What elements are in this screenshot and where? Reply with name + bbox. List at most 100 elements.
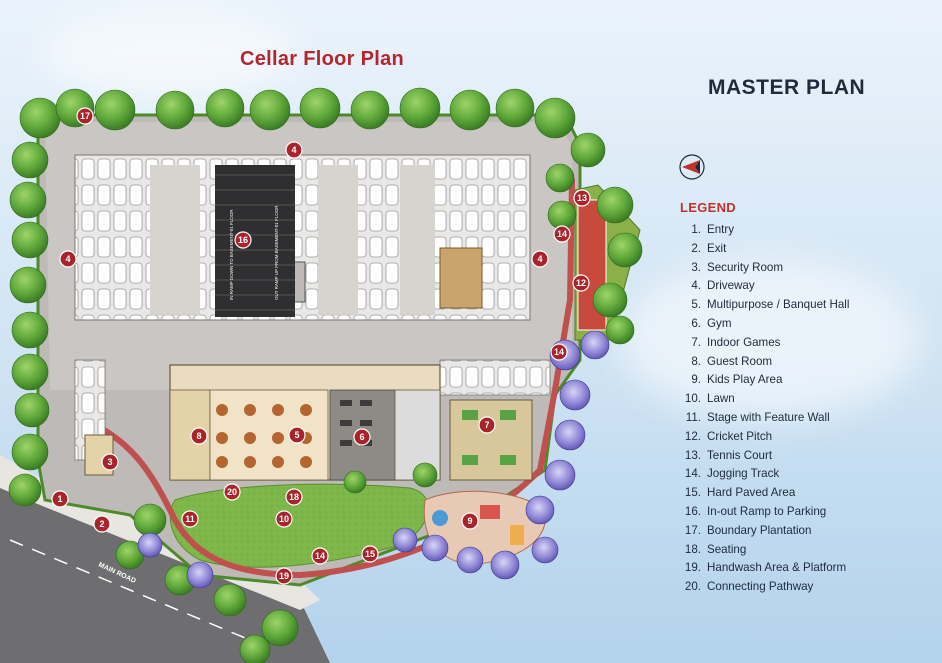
legend-item-label: Security Room: [707, 260, 784, 274]
legend-item-label: Tennis Court: [707, 448, 773, 462]
legend-marker-number: 12: [576, 278, 586, 288]
legend-marker-number: 4: [291, 145, 296, 155]
legend-item-number: 5.: [691, 298, 701, 312]
legend-marker-7: 7: [478, 416, 496, 434]
legend-item-number: 4.: [691, 279, 701, 293]
boundary-plantation: [8, 87, 643, 663]
legend-marker-1: 1: [51, 490, 69, 508]
legend-item: 2. Exit: [684, 240, 849, 259]
legend-item-label: Boundary Plantation: [707, 523, 812, 537]
legend-marker-8: 8: [190, 427, 208, 445]
legend-item-number: 18.: [684, 542, 701, 556]
legend-marker-number: 14: [557, 229, 567, 239]
legend-item-number: 3.: [691, 260, 701, 274]
legend-marker-14: 14: [553, 225, 571, 243]
legend-item-label: Kids Play Area: [707, 373, 783, 387]
legend-item: 12. Cricket Pitch: [684, 428, 849, 447]
legend-item-label: Hard Paved Area: [707, 486, 796, 500]
legend-item-label: Seating: [707, 542, 747, 556]
legend-item-label: Multipurpose / Banquet Hall: [707, 298, 850, 312]
legend-item-label: Gym: [707, 316, 732, 330]
legend-item: 20.Connecting Pathway: [684, 578, 849, 597]
legend-item-number: 10.: [684, 392, 701, 406]
legend-marker-number: 14: [554, 347, 564, 357]
legend-marker-number: 19: [279, 571, 289, 581]
ramp-label-up: OUT RAMP UP FROM BASEMENT-01 FLOOR: [274, 205, 279, 300]
legend-item: 17. Boundary Plantation: [684, 522, 849, 541]
ramp-label-down: IN RAMP DOWN TO BASEMENT-01 FLOOR: [229, 209, 234, 300]
legend-item-label: Jogging Track: [707, 467, 780, 481]
legend-item-label: Lawn: [707, 392, 735, 406]
legend-marker-6: 6: [353, 428, 371, 446]
legend-marker-12: 12: [572, 274, 590, 292]
legend-marker-number: 9: [467, 516, 472, 526]
legend-item-label: Cricket Pitch: [707, 429, 773, 443]
legend-marker-4: 4: [59, 250, 77, 268]
legend-marker-2: 2: [93, 515, 111, 533]
legend-item-label: Handwash Area & Platform: [707, 561, 847, 575]
legend-item-label: In-out Ramp to Parking: [707, 504, 827, 518]
legend-item: 15. Hard Paved Area: [684, 484, 849, 503]
legend-marker-17: 17: [76, 107, 94, 125]
legend-marker-10: 10: [275, 510, 293, 528]
legend-marker-5: 5: [288, 426, 306, 444]
legend-item: 19. Handwash Area & Platform: [684, 559, 849, 578]
legend-item: 7.Indoor Games: [684, 334, 849, 353]
legend-marker-14: 14: [550, 343, 568, 361]
legend-marker-number: 16: [238, 235, 248, 245]
legend-item-number: 11.: [685, 410, 701, 424]
legend-item-number: 14.: [684, 467, 701, 481]
legend-marker-number: 4: [65, 254, 70, 264]
legend-item: 11. Stage with Feature Wall: [684, 409, 849, 428]
legend-item-label: Exit: [707, 241, 727, 255]
legend-item-number: 2.: [691, 241, 701, 255]
legend-marker-number: 11: [185, 514, 195, 524]
legend-item-number: 1.: [691, 223, 701, 236]
cellar-parking: [74, 154, 531, 321]
legend-item-label: Stage with Feature Wall: [707, 410, 830, 424]
legend-item-number: 20.: [684, 580, 701, 594]
compass-icon: [679, 154, 705, 180]
legend-marker-19: 19: [275, 567, 293, 585]
legend-marker-15: 15: [361, 545, 379, 563]
legend-marker-number: 20: [227, 487, 237, 497]
legend-heading: LEGEND: [680, 200, 736, 215]
legend-marker-11: 11: [181, 510, 199, 528]
legend-item-number: 13.: [684, 448, 701, 462]
legend-item-number: 16.: [684, 504, 701, 518]
legend-marker-4: 4: [285, 141, 303, 159]
legend-item: 4.Driveway: [684, 277, 849, 296]
legend-marker-number: 15: [365, 549, 375, 559]
kids-play-area: [423, 490, 547, 566]
legend-marker-18: 18: [285, 488, 303, 506]
legend-item: 3. Security Room: [684, 259, 849, 278]
legend-item: 14. Jogging Track: [684, 465, 849, 484]
legend-item: 18. Seating: [684, 541, 849, 560]
legend-marker-number: 5: [294, 430, 299, 440]
legend-item-number: 17.: [684, 523, 701, 537]
legend-marker-number: 6: [359, 432, 364, 442]
legend-item-label: Guest Room: [707, 354, 773, 368]
legend-item: 8.Guest Room: [684, 353, 849, 372]
legend-marker-number: 10: [279, 514, 289, 524]
legend-item-number: 9.: [691, 373, 701, 387]
master-plan-title: MASTER PLAN: [708, 76, 866, 99]
legend-item-label: Indoor Games: [707, 335, 781, 349]
legend-marker-number: 14: [315, 551, 325, 561]
legend-item-number: 19.: [684, 561, 701, 575]
legend-item: 1.Entry: [684, 221, 849, 240]
legend-marker-4: 4: [531, 250, 549, 268]
legend-item-number: 6.: [691, 316, 701, 330]
legend-marker-number: 18: [289, 492, 299, 502]
legend-marker-number: 2: [99, 519, 104, 529]
legend-item: 13. Tennis Court: [684, 447, 849, 466]
legend-item: 16. In-out Ramp to Parking: [684, 503, 849, 522]
legend-marker-number: 8: [196, 431, 201, 441]
legend-item-number: 12.: [684, 429, 701, 443]
legend-item-number: 15.: [684, 486, 701, 500]
legend-item: 10. Lawn: [684, 390, 849, 409]
parking-ramp: IN RAMP DOWN TO BASEMENT-01 FLOOR OUT RA…: [215, 165, 295, 317]
